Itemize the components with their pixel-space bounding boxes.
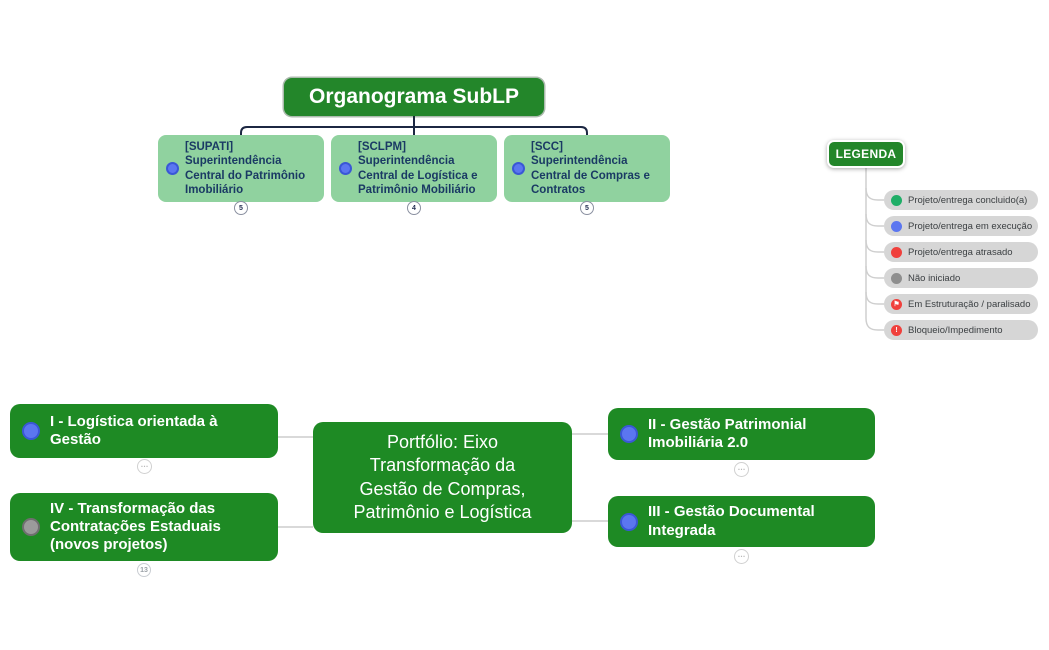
org-child-scc[interactable]: [SCC] Superintendência Central de Compra… <box>504 135 670 202</box>
mindmap-node-i[interactable]: I - Logística orientada à Gestão <box>10 404 278 458</box>
mindmap-node-label: II - Gestão Patrimonial Imobiliária 2.0 <box>648 415 807 451</box>
legend-item-concluido[interactable]: Projeto/entrega concluido(a) <box>884 190 1038 210</box>
blue-dot-icon <box>891 220 902 232</box>
status-in-progress-icon <box>339 162 352 175</box>
legend-item-label: Em Estruturação / paralisado <box>908 298 1031 310</box>
status-not-started-icon <box>22 518 40 536</box>
expand-badge[interactable]: … <box>137 459 152 474</box>
flag-icon: ⚑ <box>891 298 902 310</box>
legend-item-label: Não iniciado <box>908 272 961 284</box>
red-dot-icon <box>891 246 902 258</box>
org-root-node[interactable]: Organograma SubLP <box>284 78 544 116</box>
mindmap-node-iv[interactable]: IV - Transformação das Contratações Esta… <box>10 493 278 561</box>
legend-title-node[interactable]: LEGENDA <box>827 140 905 168</box>
legend-item-label: Projeto/entrega atrasado <box>908 246 1013 258</box>
collapsed-count-badge[interactable]: 5 <box>234 201 248 215</box>
legend-item-em-estruturacao[interactable]: ⚑ Em Estruturação / paralisado <box>884 294 1038 314</box>
org-child-label: [SCC] Superintendência Central de Compra… <box>531 141 650 196</box>
expand-badge[interactable]: … <box>734 549 749 564</box>
org-child-label: [SUPATI] Superintendência Central do Pat… <box>185 141 306 196</box>
org-child-sclpm[interactable]: [SCLPM] Superintendência Central de Logí… <box>331 135 497 202</box>
status-in-progress-icon <box>620 512 638 531</box>
collapsed-count-badge[interactable]: 4 <box>407 201 421 215</box>
legend-item-label: Bloqueio/Impedimento <box>908 324 1003 336</box>
status-in-progress-icon <box>620 425 638 443</box>
mindmap-center-node[interactable]: Portfólio: Eixo Transformação da Gestão … <box>313 422 572 533</box>
status-in-progress-icon <box>166 162 179 175</box>
status-in-progress-icon <box>512 162 525 175</box>
legend-item-nao-iniciado[interactable]: Não iniciado <box>884 268 1038 288</box>
legend-item-atrasado[interactable]: Projeto/entrega atrasado <box>884 242 1038 262</box>
mindmap-node-iii[interactable]: III - Gestão Documental Integrada <box>608 496 875 547</box>
gray-dot-icon <box>891 272 902 284</box>
mindmap-node-label: I - Logística orientada à Gestão <box>50 412 218 448</box>
status-in-progress-icon <box>22 422 40 440</box>
expand-badge[interactable]: … <box>734 462 749 477</box>
legend-item-label: Projeto/entrega concluido(a) <box>908 194 1028 206</box>
legend-item-label: Projeto/entrega em execução <box>908 220 1033 232</box>
exclamation-icon: ! <box>891 324 902 336</box>
legend-item-bloqueio[interactable]: ! Bloqueio/Impedimento <box>884 320 1038 340</box>
legend-item-em-execucao[interactable]: Projeto/entrega em execução <box>884 216 1038 236</box>
mindmap-node-ii[interactable]: II - Gestão Patrimonial Imobiliária 2.0 <box>608 408 875 460</box>
mindmap-node-label: III - Gestão Documental Integrada <box>648 503 815 539</box>
collapsed-count-badge[interactable]: 13 <box>137 563 151 577</box>
green-dot-icon <box>891 194 902 206</box>
org-child-label: [SCLPM] Superintendência Central de Logí… <box>358 141 478 196</box>
mindmap-node-label: IV - Transformação das Contratações Esta… <box>50 499 221 554</box>
collapsed-count-badge[interactable]: 5 <box>580 201 594 215</box>
org-child-supati[interactable]: [SUPATI] Superintendência Central do Pat… <box>158 135 324 202</box>
